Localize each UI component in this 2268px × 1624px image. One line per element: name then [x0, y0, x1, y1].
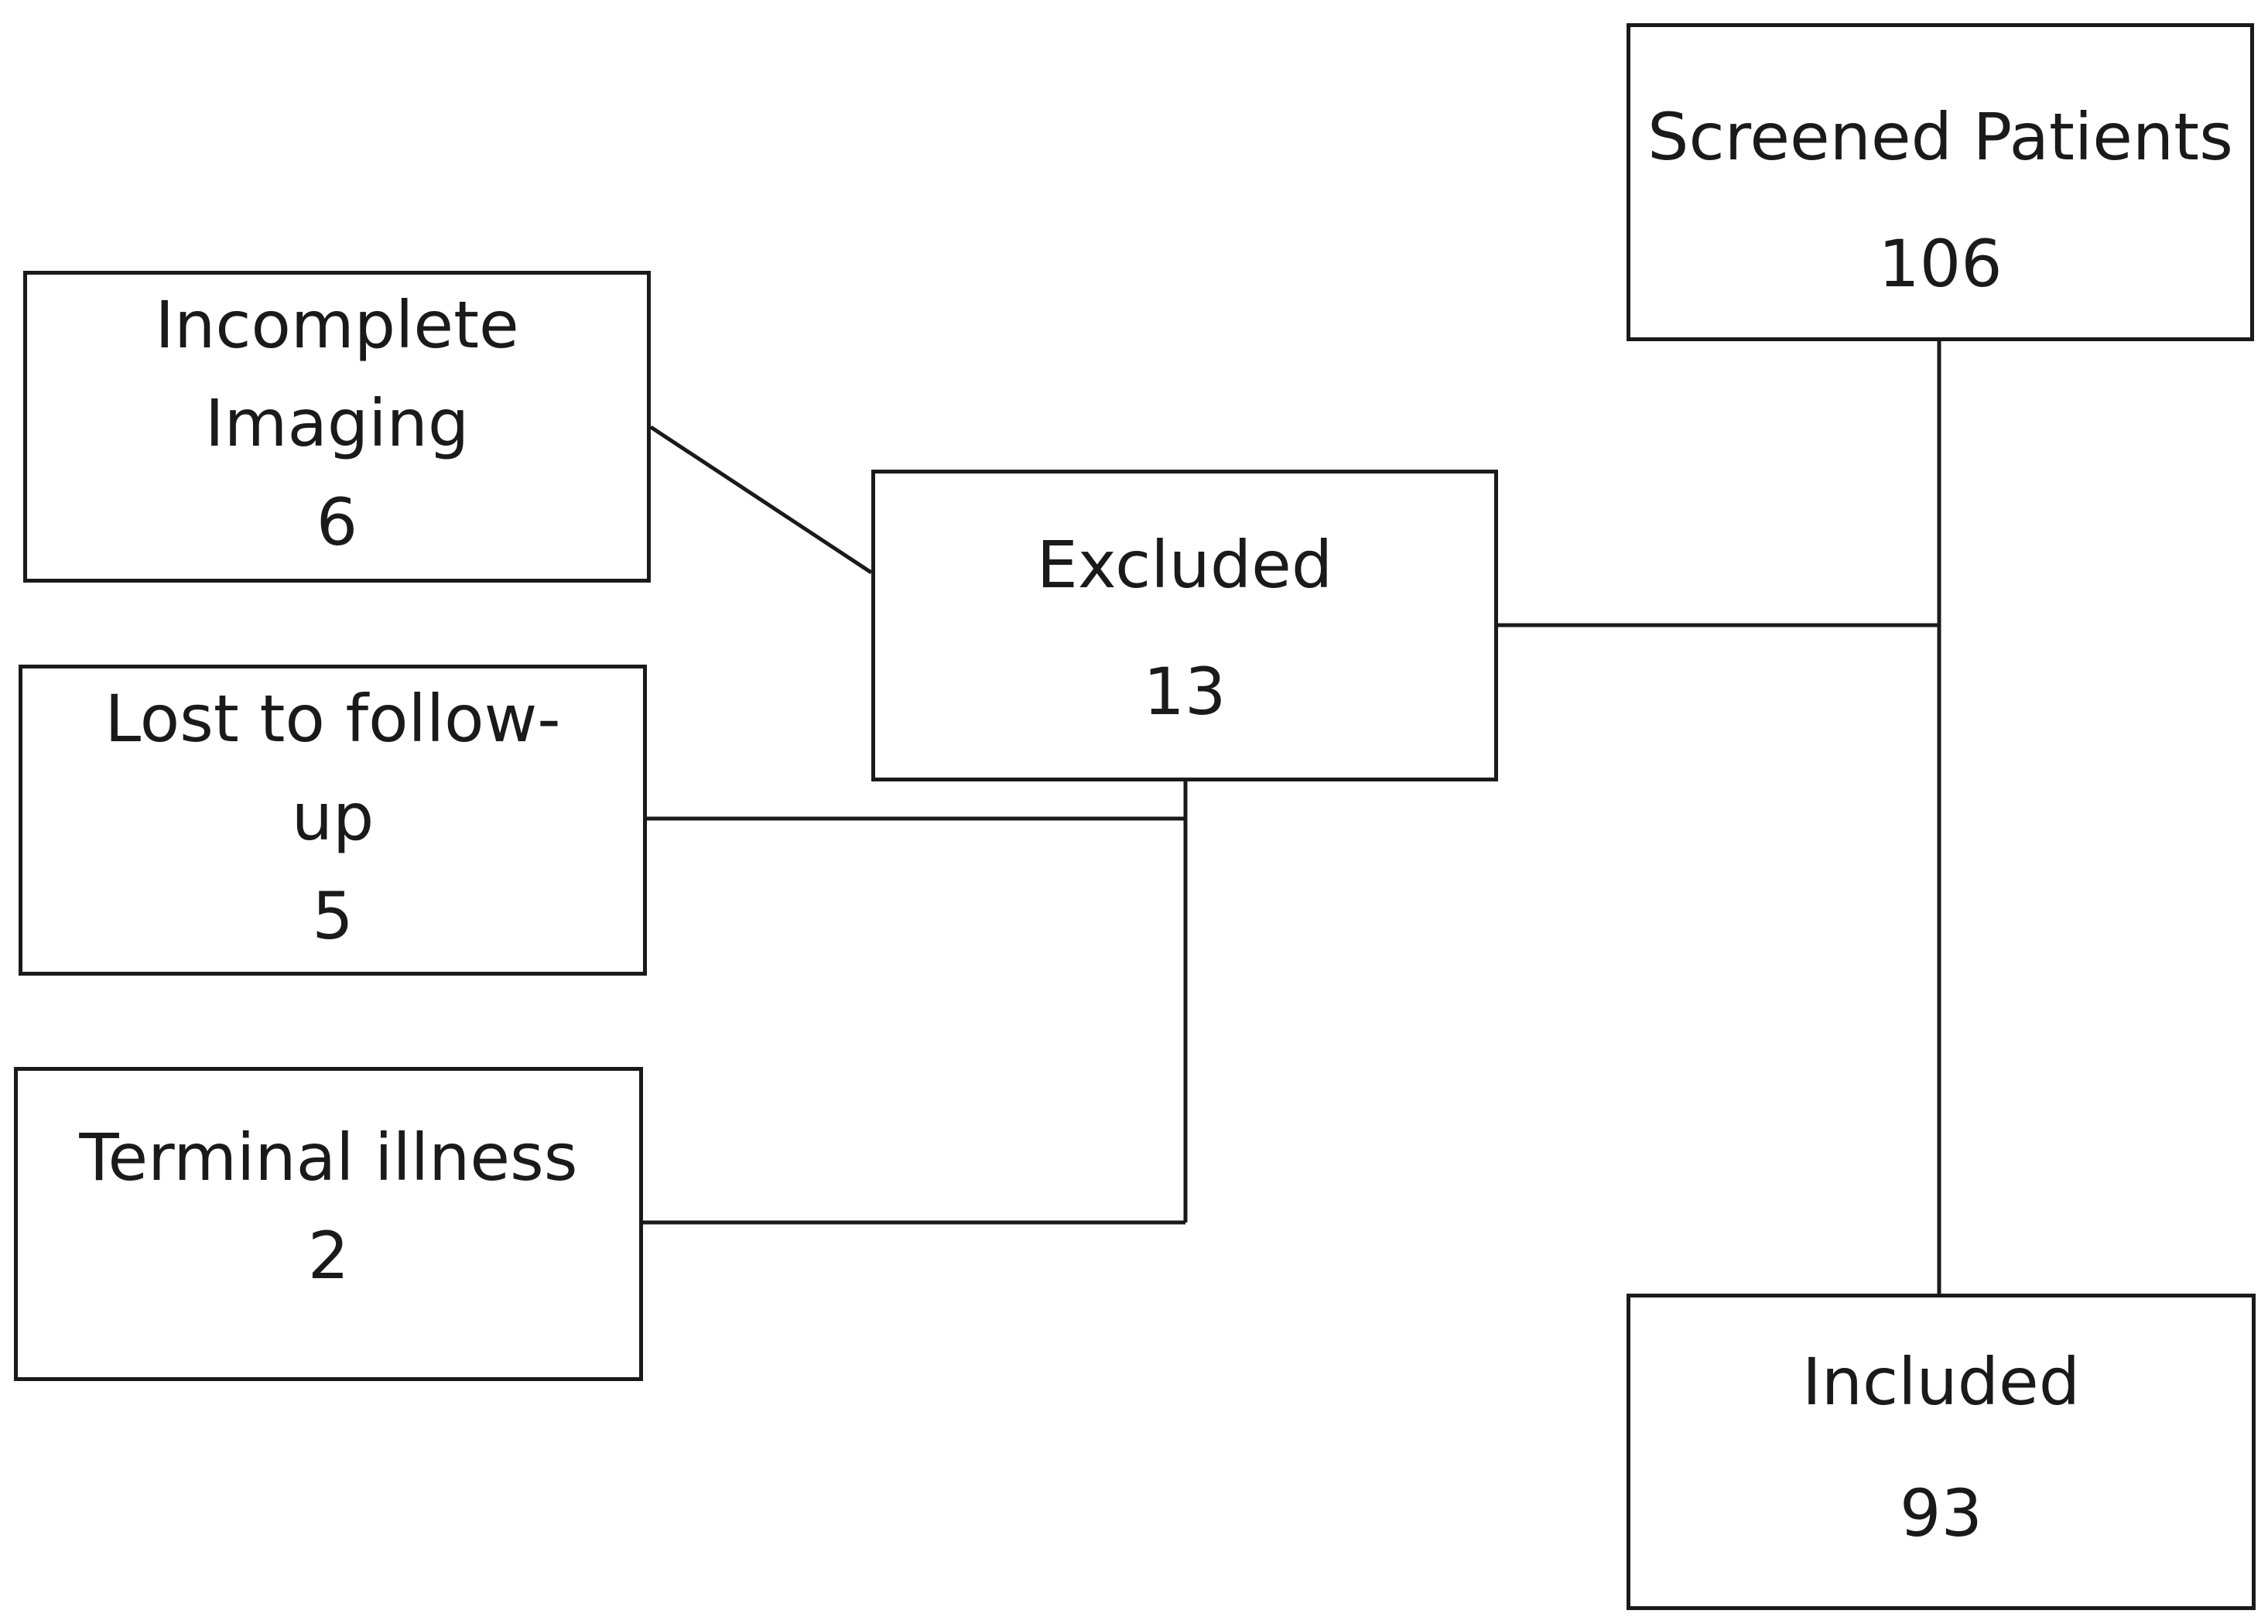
connector-incomplete-to-excluded	[649, 425, 873, 575]
screened-patients-count: 106	[1878, 226, 2003, 302]
incomplete-imaging-box: Incomplete Imaging 6	[23, 271, 651, 583]
excluded-box: Excluded 13	[871, 470, 1498, 781]
screened-patients-box: Screened Patients 106	[1627, 23, 2254, 341]
incomplete-imaging-label-line2: Imaging	[204, 385, 470, 461]
included-count: 93	[1900, 1475, 1982, 1551]
lost-to-follow-up-label-line2: up	[291, 779, 375, 855]
included-label: Included	[1801, 1344, 2081, 1420]
included-box: Included 93	[1627, 1294, 2256, 1610]
terminal-illness-box: Terminal illness 2	[14, 1067, 643, 1381]
excluded-count: 13	[1143, 654, 1226, 730]
excluded-label: Excluded	[1036, 527, 1333, 603]
lost-to-follow-up-box: Lost to follow- up 5	[19, 665, 647, 976]
terminal-illness-count: 2	[307, 1218, 350, 1294]
terminal-illness-label: Terminal illness	[79, 1120, 578, 1195]
incomplete-imaging-label-line1: Incomplete	[155, 287, 519, 363]
lost-to-follow-up-label-line1: Lost to follow-	[104, 681, 561, 757]
lost-to-follow-up-count: 5	[312, 878, 354, 954]
screened-patients-label: Screened Patients	[1647, 99, 2233, 175]
incomplete-imaging-count: 6	[316, 484, 358, 560]
